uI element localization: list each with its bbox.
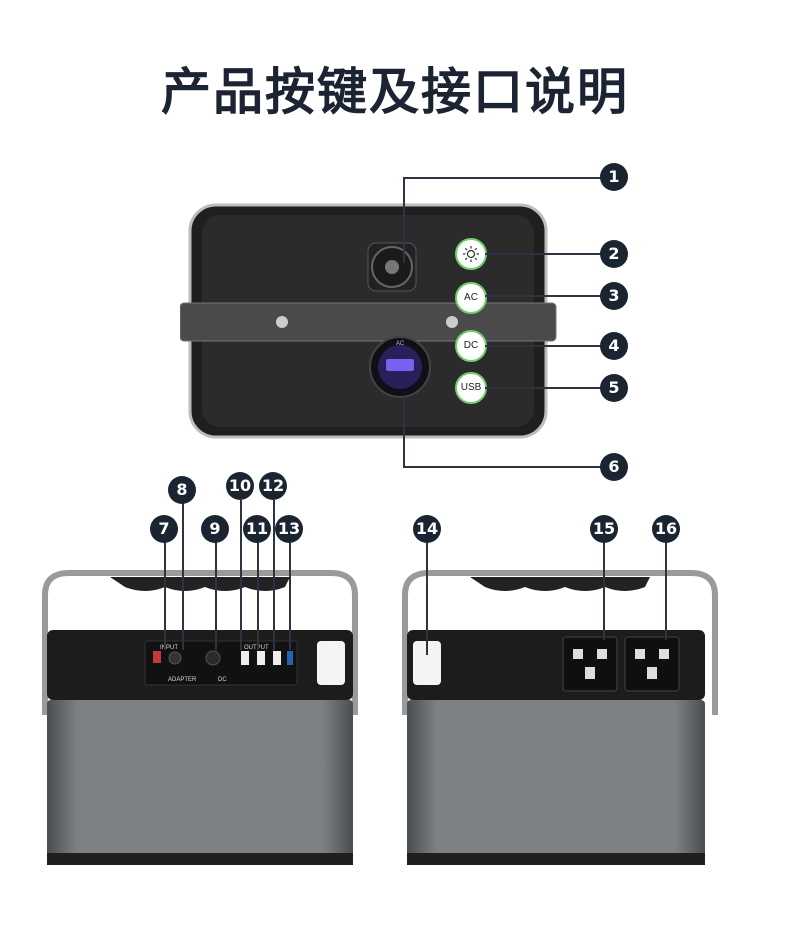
- callout-line-8: [182, 502, 184, 650]
- callout-line-7: [164, 540, 166, 650]
- callout-14: 14: [413, 515, 441, 543]
- universal-socket-icon: [562, 636, 680, 692]
- adapter-label: ADAPTER: [168, 677, 197, 683]
- front-view-device: [42, 570, 358, 865]
- light-button[interactable]: [455, 238, 487, 270]
- callout-line-9: [215, 540, 217, 650]
- callout-8: 8: [168, 476, 196, 504]
- callout-5: 5: [600, 374, 628, 402]
- callout-3: 3: [600, 282, 628, 310]
- callout-16: 16: [652, 515, 680, 543]
- callout-4: 4: [600, 332, 628, 360]
- callout-line-11: [257, 540, 259, 650]
- callout-line-12: [273, 500, 275, 650]
- display-screen: AC: [369, 336, 431, 398]
- callout-10: 10: [226, 472, 254, 500]
- callout-15: 15: [590, 515, 618, 543]
- callout-12: 12: [259, 472, 287, 500]
- callout-line-1-v: [403, 177, 405, 263]
- ac-button[interactable]: AC: [455, 282, 487, 314]
- callout-2: 2: [600, 240, 628, 268]
- callout-line-16: [665, 540, 667, 640]
- sun-icon: [463, 246, 479, 262]
- callout-line-13: [289, 540, 291, 650]
- callout-line-4: [485, 345, 601, 347]
- dc-label: DC: [218, 677, 227, 683]
- callout-13: 13: [275, 515, 303, 543]
- dc-button[interactable]: DC: [455, 330, 487, 362]
- output-label: OUTPUT: [244, 645, 269, 651]
- callout-line-14: [426, 540, 428, 655]
- callout-1: 1: [600, 163, 628, 191]
- callout-line-1-h: [403, 177, 601, 179]
- callout-line-15: [603, 540, 605, 640]
- car-socket-icon: [367, 242, 417, 292]
- callout-line-5: [485, 387, 601, 389]
- callout-line-2: [485, 253, 601, 255]
- callout-line-6-v: [403, 395, 405, 467]
- callout-6: 6: [600, 453, 628, 481]
- svg-text:AC: AC: [396, 341, 405, 347]
- top-view-device: AC: [180, 203, 557, 439]
- page-title: 产品按键及接口说明: [161, 63, 629, 121]
- usb-button[interactable]: USB: [455, 372, 487, 404]
- callout-11: 11: [243, 515, 271, 543]
- callout-line-6-h: [403, 466, 601, 468]
- callout-7: 7: [150, 515, 178, 543]
- input-label: INPUT: [160, 645, 178, 651]
- callout-line-10: [240, 500, 242, 650]
- callout-line-3: [485, 295, 601, 297]
- callout-9: 9: [201, 515, 229, 543]
- back-view-device: [402, 570, 718, 865]
